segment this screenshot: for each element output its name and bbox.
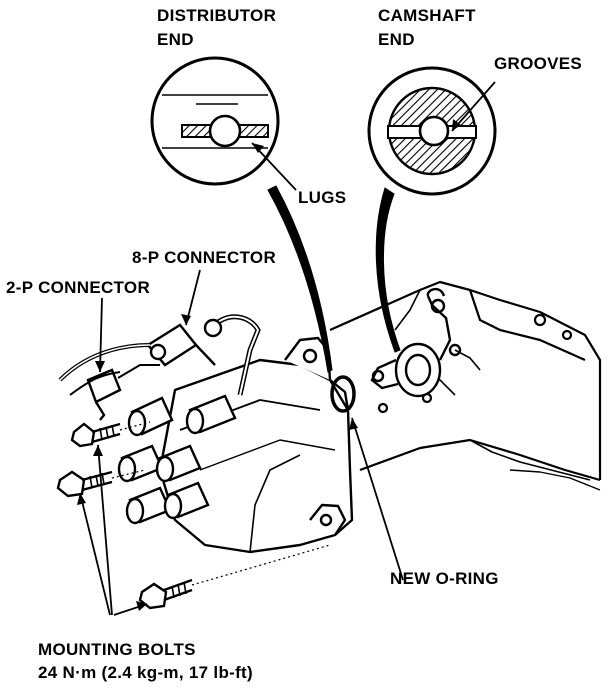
bolt-alignment-lines — [111, 421, 331, 586]
connector-8p-drawing — [146, 314, 261, 396]
detail-pointers — [267, 185, 401, 373]
connector-2p-drawing — [58, 343, 160, 421]
camshaft-end-label-line2: END — [378, 30, 415, 49]
distributor-end-label-line1: DISTRIBUTOR — [157, 6, 277, 25]
mounting-bolt-middle — [56, 470, 113, 498]
mounting-bolt-bottom — [138, 578, 193, 610]
camshaft-housing — [370, 287, 462, 398]
connector-8p-label: 8-P CONNECTOR — [132, 248, 277, 267]
connector-2p-label: 2-P CONNECTOR — [6, 278, 151, 297]
distributor-end-label-line2: END — [157, 30, 194, 49]
mounting-bolts-label: MOUNTING BOLTS — [38, 640, 196, 659]
lugs-label: LUGS — [298, 188, 347, 207]
o-ring-drawing — [330, 375, 356, 413]
mounting-bolt-top — [70, 422, 121, 448]
distributor-body — [158, 336, 354, 554]
cap-terminals — [117, 394, 237, 525]
distributor-end-detail — [150, 56, 280, 186]
new-o-ring-label: NEW O-RING — [390, 569, 499, 588]
camshaft-end-label-line1: CAMSHAFT — [378, 6, 476, 25]
torque-spec-label: 24 N·m (2.4 kg-m, 17 lb-ft) — [38, 663, 253, 682]
camshaft-end-detail — [367, 66, 497, 196]
grooves-label: GROOVES — [494, 54, 583, 73]
arrowheads — [77, 119, 461, 611]
cylinder-head-outline — [329, 280, 602, 491]
